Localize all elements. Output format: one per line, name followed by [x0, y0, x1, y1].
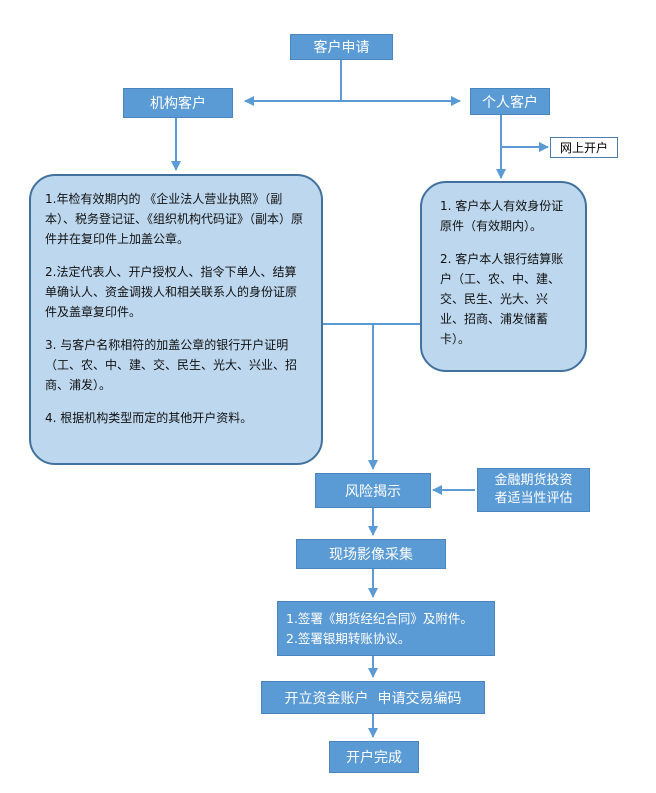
- institutional-box: 机构客户: [123, 88, 233, 118]
- assessment-label-line2: 者适当性评估: [494, 491, 573, 506]
- sign-box: 1.签署《期货经纪合同》及附件。 2.签署银期转账协议。: [277, 601, 495, 656]
- individual-doc-2: 2. 客户本人银行结算账户（工、农、中、建、交、民生、光大、兴业、招商、浦发储蓄…: [440, 252, 564, 346]
- institutional-label: 机构客户: [150, 96, 206, 112]
- image-capture-label: 现场影像采集: [329, 547, 413, 563]
- individual-doc-1: 1. 客户本人有效身份证原件（有效期内）。: [440, 199, 564, 233]
- risk-label: 风险揭示: [345, 483, 401, 500]
- assessment-label-line1: 金融期货投资: [494, 473, 573, 488]
- institutional-doc-3: 3. 与客户名称相符的加盖公章的银行开户证明（工、农、中、建、交、民生、光大、兴…: [45, 338, 298, 392]
- apply-box: 客户申请: [290, 34, 393, 60]
- institutional-docs-panel: 1.年检有效期内的 《企业法人营业执照》（副本）、税务登记证、《组织机构代码证》…: [29, 174, 323, 465]
- risk-box: 风险揭示: [315, 473, 431, 508]
- done-box: 开户完成: [329, 741, 419, 773]
- assessment-box: 金融期货投资 者适当性评估: [477, 468, 590, 512]
- sign-label-line1: 1.签署《期货经纪合同》及附件。: [286, 610, 473, 626]
- individual-label: 个人客户: [482, 94, 538, 111]
- done-label: 开户完成: [346, 750, 402, 766]
- individual-docs-panel: 1. 客户本人有效身份证原件（有效期内）。 2. 客户本人银行结算账户（工、农、…: [420, 181, 587, 372]
- online-label: 网上开户: [559, 141, 608, 155]
- individual-box: 个人客户: [470, 88, 550, 115]
- account-box: 开立资金账户 申请交易编码: [261, 681, 485, 714]
- apply-label: 客户申请: [313, 40, 370, 56]
- institutional-doc-4: 4. 根据机构类型而定的其他开户资料。: [45, 411, 253, 425]
- online-box: 网上开户: [550, 137, 618, 158]
- sign-label-line2: 2.签署银期转账协议。: [286, 630, 411, 646]
- institutional-doc-1: 1.年检有效期内的 《企业法人营业执照》（副本）、税务登记证、《组织机构代码证》…: [45, 192, 304, 246]
- institutional-doc-2: 2.法定代表人、开户授权人、指令下单人、结算单确认人、资金调拨人和相关联系人的身…: [45, 265, 298, 319]
- account-label: 开立资金账户 申请交易编码: [284, 690, 462, 707]
- image-capture-box: 现场影像采集: [296, 539, 446, 569]
